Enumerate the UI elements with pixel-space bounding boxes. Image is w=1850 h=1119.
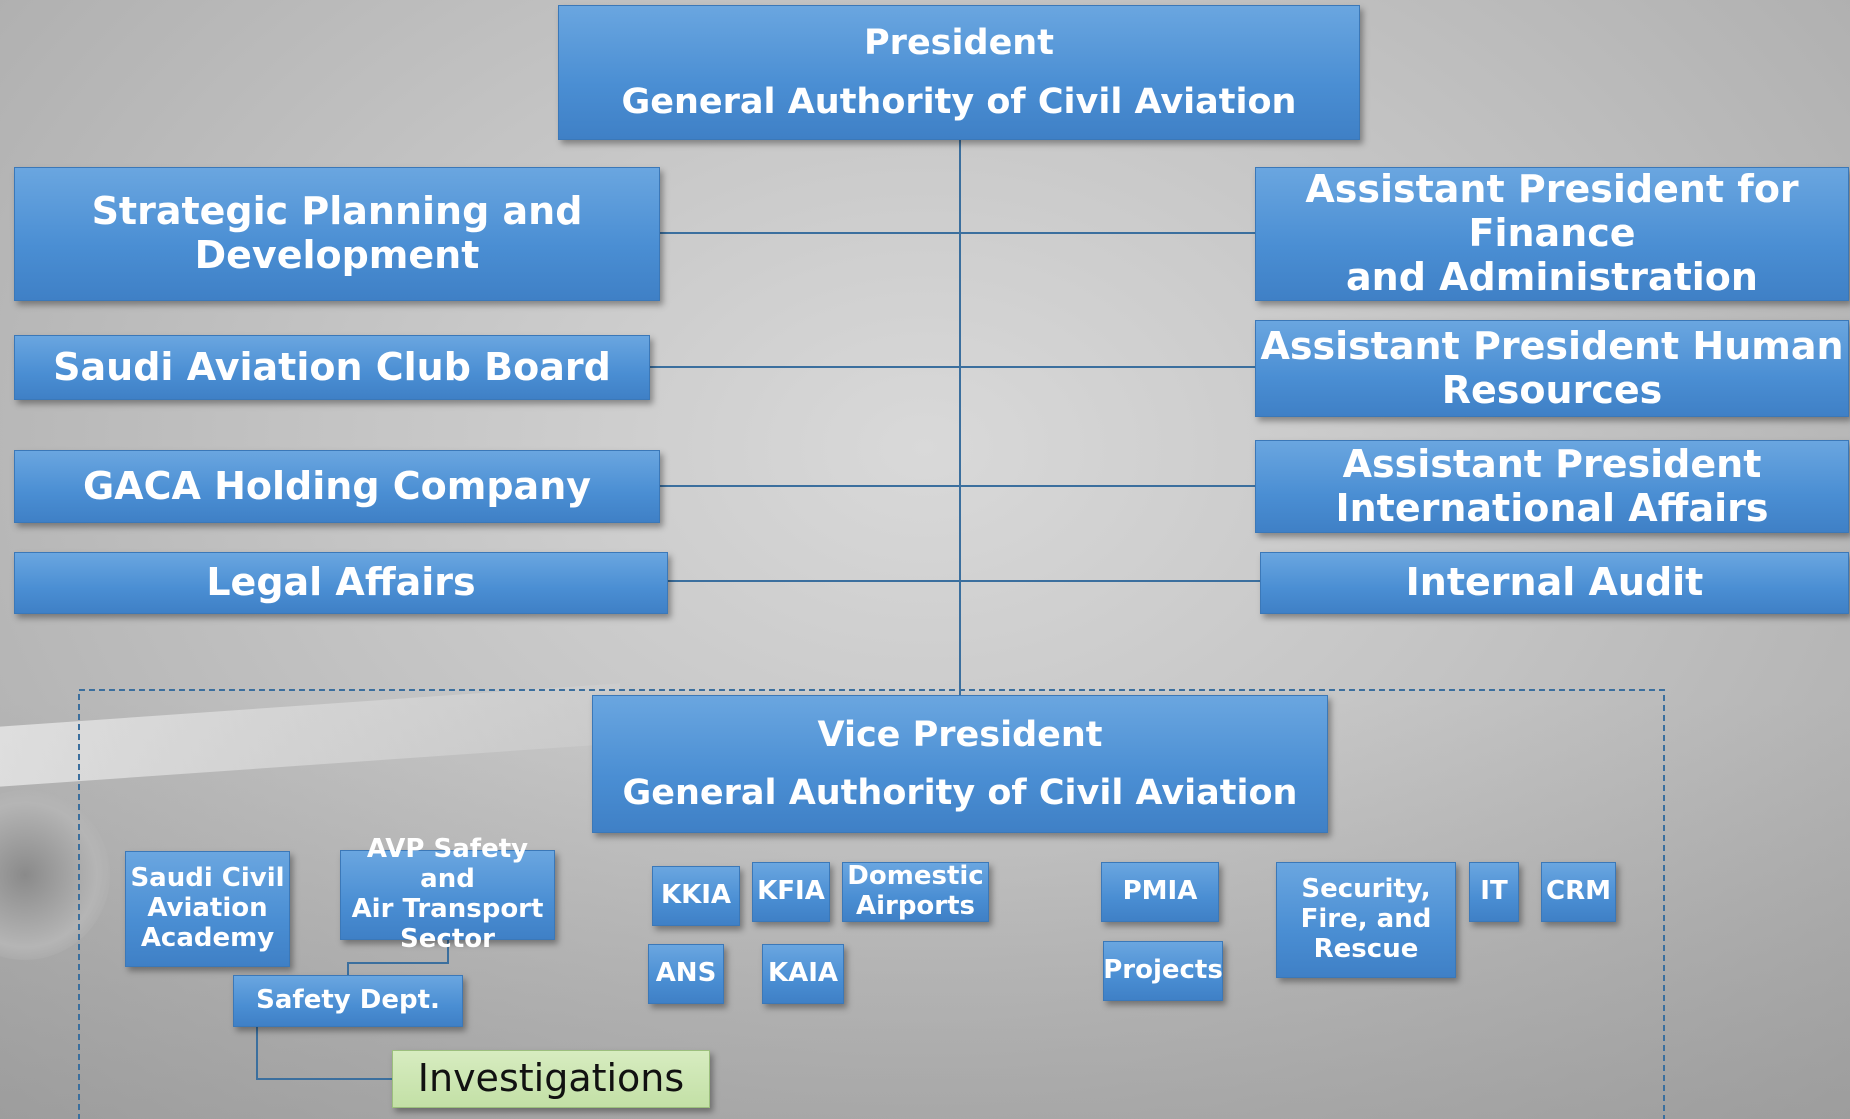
gaca-holding-box: GACA Holding Company xyxy=(14,450,660,523)
president-org: General Authority of Civil Aviation xyxy=(621,81,1297,122)
internal-audit-label: Internal Audit xyxy=(1405,560,1704,605)
gaca-holding-label: GACA Holding Company xyxy=(82,463,592,508)
domestic-airports-box: Domestic Airports xyxy=(842,861,989,922)
strategic-planning-line1: Strategic Planning and xyxy=(91,189,583,234)
academy-line2: Aviation xyxy=(147,893,268,924)
president-box: President General Authority of Civil Avi… xyxy=(558,5,1360,140)
pmia-box: PMIA xyxy=(1101,862,1219,922)
investigations-label: Investigations xyxy=(417,1056,685,1101)
safety-dept-label: Safety Dept. xyxy=(256,985,440,1016)
projects-label: Projects xyxy=(1103,955,1223,986)
crm-label: CRM xyxy=(1546,876,1611,907)
domestic-line2: Airports xyxy=(855,891,976,921)
security-fire-rescue-box: Security, Fire, and Rescue xyxy=(1276,862,1456,978)
security-line3: Rescue xyxy=(1313,933,1419,964)
it-label: IT xyxy=(1480,876,1508,907)
vice-president-box: Vice President General Authority of Civi… xyxy=(592,695,1328,833)
avp-safety-box: AVP Safety and Air Transport Sector xyxy=(340,834,555,954)
saudi-aviation-club-label: Saudi Aviation Club Board xyxy=(53,344,611,389)
vp-division-boundary xyxy=(78,689,1665,1119)
saudi-aviation-club-box: Saudi Aviation Club Board xyxy=(14,335,650,400)
vice-president-org: General Authority of Civil Aviation xyxy=(622,773,1298,813)
ap-hr-line1: Assistant President Human xyxy=(1260,323,1844,368)
pmia-label: PMIA xyxy=(1122,876,1198,907)
internal-audit-box: Internal Audit xyxy=(1260,552,1849,614)
ans-label: ANS xyxy=(655,958,717,989)
academy-line1: Saudi Civil xyxy=(130,863,285,894)
vice-president-title: Vice President xyxy=(817,714,1103,755)
avp-safety-line3: Sector xyxy=(400,923,495,954)
legal-affairs-label: Legal Affairs xyxy=(206,560,476,605)
legal-affairs-box: Legal Affairs xyxy=(14,552,668,614)
academy-box: Saudi Civil Aviation Academy xyxy=(125,851,290,967)
crm-box: CRM xyxy=(1541,862,1616,922)
strategic-planning-line2: Development xyxy=(194,233,480,277)
kkia-box: KKIA xyxy=(652,866,740,926)
security-line2: Fire, and xyxy=(1300,904,1432,935)
academy-line3: Academy xyxy=(140,922,275,953)
ap-international-box: Assistant President International Affair… xyxy=(1255,440,1849,533)
ap-finance-line2: and Administration xyxy=(1346,254,1758,299)
ap-international-line2: International Affairs xyxy=(1335,485,1769,530)
kfia-box: KFIA xyxy=(752,862,830,922)
kfia-label: KFIA xyxy=(757,876,825,907)
ap-international-line1: Assistant President xyxy=(1342,441,1762,486)
avp-safety-line1: AVP Safety and xyxy=(366,834,529,895)
projects-box: Projects xyxy=(1103,941,1223,1001)
president-title: President xyxy=(864,23,1054,64)
ap-finance-line1: Assistant President for Finance xyxy=(1305,167,1799,256)
ap-hr-line2: Resources xyxy=(1441,367,1663,412)
investigations-box: Investigations xyxy=(392,1050,710,1108)
ap-finance-box: Assistant President for Finance and Admi… xyxy=(1255,167,1849,301)
domestic-line1: Domestic xyxy=(847,861,984,892)
safety-dept-box: Safety Dept. xyxy=(233,975,463,1027)
avp-safety-line2: Air Transport xyxy=(351,894,544,924)
ap-human-resources-box: Assistant President Human Resources xyxy=(1255,320,1849,417)
kaia-box: KAIA xyxy=(762,944,844,1004)
kkia-label: KKIA xyxy=(660,880,732,911)
ans-box: ANS xyxy=(648,944,724,1004)
kaia-label: KAIA xyxy=(767,958,839,989)
it-box: IT xyxy=(1469,862,1519,922)
security-line1: Security, xyxy=(1301,874,1431,905)
strategic-planning-box: Strategic Planning and Development xyxy=(14,167,660,301)
